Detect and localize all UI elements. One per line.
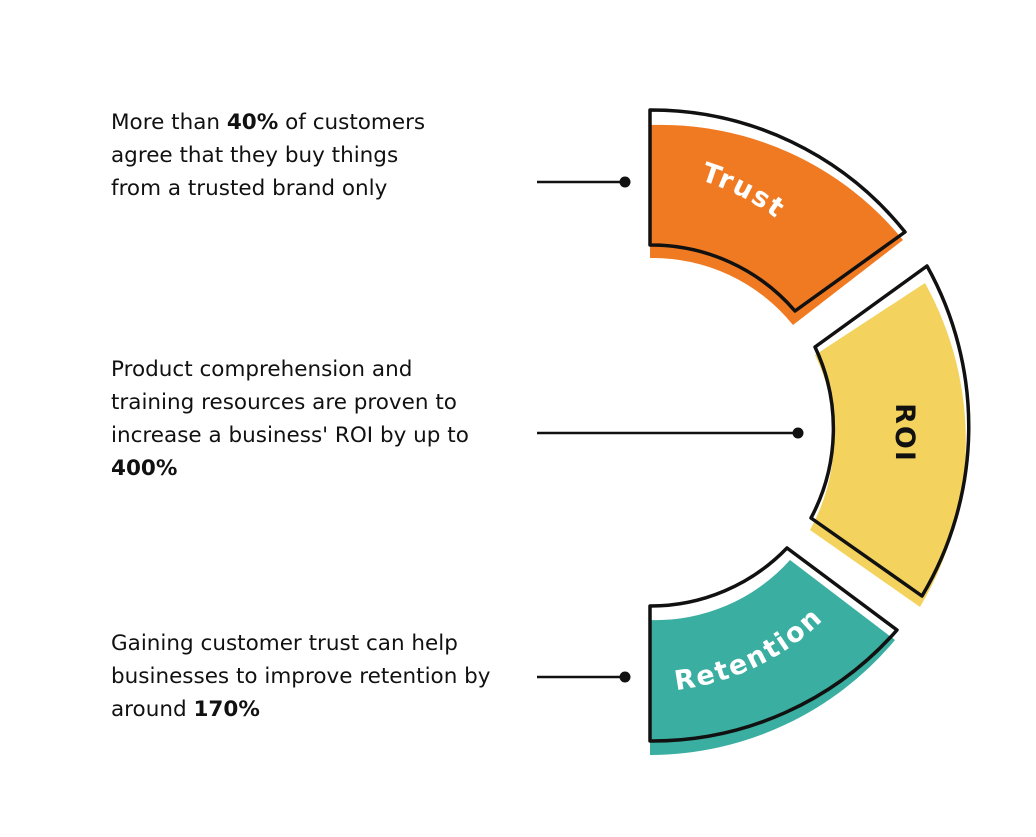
roi-segment-fill: [810, 283, 966, 607]
connector-retention: [537, 671, 631, 683]
roi-text-before: Product comprehension and training resou…: [111, 357, 469, 448]
trust-text-after: of customers agree that they buy things …: [111, 110, 426, 201]
trust-statistic-text: More than 40% of customers agree that th…: [111, 106, 441, 205]
trust-text-before: More than: [111, 110, 227, 135]
connector-trust: [537, 176, 631, 188]
roi-label: ROI: [889, 403, 920, 463]
retention-segment-outline: [648, 546, 899, 743]
retention-statistic-text: Gaining customer trust can help business…: [111, 627, 531, 726]
connector-roi: [537, 427, 804, 439]
trust-segment-fill: [650, 124, 903, 325]
roi-segment-outline: [809, 264, 971, 598]
roi-highlight-value: 400%: [111, 456, 178, 481]
roi-statistic-text: Product comprehension and training resou…: [111, 353, 501, 485]
roi-segment: ROI: [809, 264, 971, 607]
retention-highlight-value: 170%: [193, 697, 260, 722]
trust-segment: Trust: [648, 108, 907, 325]
retention-segment: Retention: [648, 546, 899, 755]
retention-segment-fill: [650, 560, 895, 755]
retention-text-before: Gaining customer trust can help business…: [111, 631, 491, 722]
trust-segment-outline: [648, 108, 907, 313]
trust-highlight-value: 40%: [226, 110, 279, 135]
